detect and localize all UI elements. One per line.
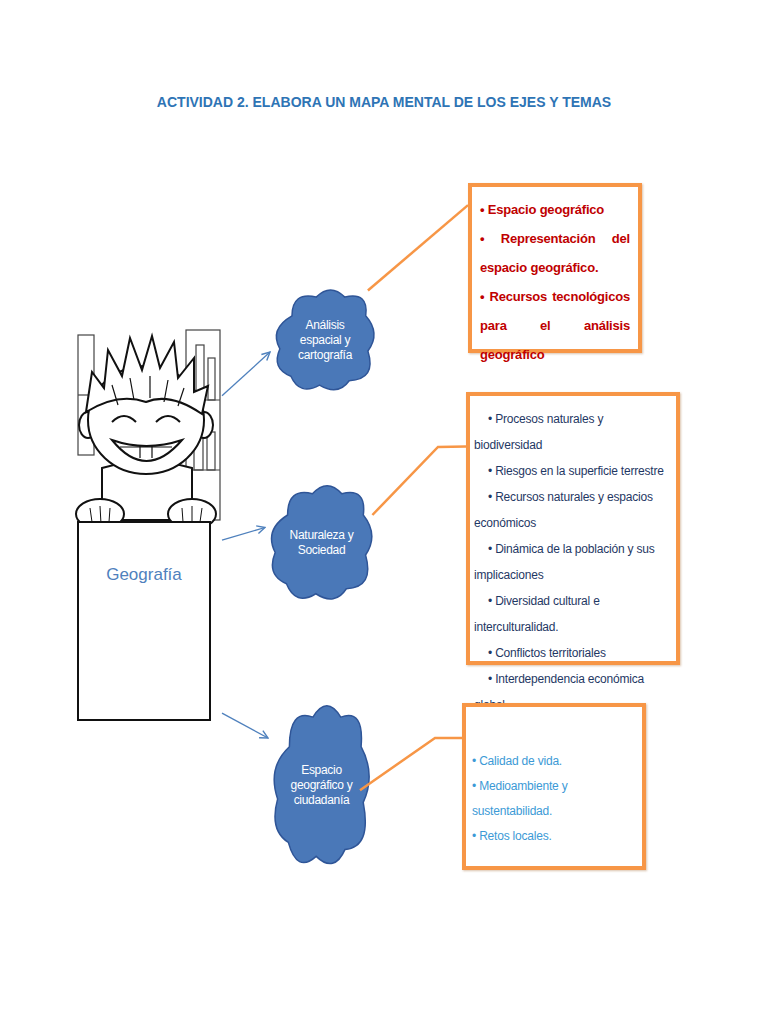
topic-item: • Representación del espacio geográfico. xyxy=(480,224,630,282)
axis-label: Análisis espacial y cartografía xyxy=(289,318,361,363)
topic-box: • Espacio geográfico• Representación del… xyxy=(468,183,642,353)
cloud-outline xyxy=(272,486,372,599)
topic-item: • Recursos tecnológicos para el análisis… xyxy=(480,282,630,369)
topic-item: • Diversidad cultural e interculturalida… xyxy=(474,588,672,640)
child-eye xyxy=(112,416,136,422)
child-eye xyxy=(156,416,180,422)
child-smile xyxy=(112,440,182,461)
connector-line xyxy=(222,713,268,738)
cloud-text-stack: Naturaleza y Sociedad xyxy=(284,528,360,558)
topic-item: • Medioambiente y sustentabilidad. xyxy=(472,774,638,824)
axis-label: Naturaleza y Sociedad xyxy=(284,528,360,558)
topic-box: • Procesos naturales y biodiversidad• Ri… xyxy=(466,392,680,665)
connector-line xyxy=(360,738,462,790)
topic-item: • Conflictos territoriales xyxy=(474,640,672,666)
cloud-text-area: Espacio geográfico y ciudadanía xyxy=(268,698,375,872)
child-hair xyxy=(86,336,208,414)
cloud-text-stack: Espacio geográfico y ciudadanía xyxy=(291,763,353,808)
topic-item: • Calidad de vida. xyxy=(472,749,638,774)
hair-strands xyxy=(112,376,184,406)
topic-item: • Espacio geográfico xyxy=(480,195,630,224)
connector-line xyxy=(222,528,265,541)
axis-cloud: Naturaleza y Sociedad xyxy=(265,480,378,605)
shelf-background xyxy=(78,330,220,520)
child-teeth xyxy=(120,446,172,458)
cloud-text-stack: Análisis espacial y cartografía xyxy=(289,318,361,363)
cloud-outline xyxy=(274,706,369,864)
connector-line xyxy=(368,205,468,290)
topic-item: • Dinámica de la población y sus implica… xyxy=(474,536,672,588)
child-drawing xyxy=(76,336,216,720)
topic-item: • Recursos naturales y espacios económic… xyxy=(474,484,672,536)
bottle xyxy=(208,358,215,400)
sign-label: Geografía xyxy=(78,565,210,585)
sign-board xyxy=(78,522,210,720)
connector-line xyxy=(222,352,270,396)
cloud-text-area: Naturaleza y Sociedad xyxy=(265,480,378,605)
axis-cloud: Espacio geográfico y ciudadanía xyxy=(268,698,375,872)
sign-node: Geografía xyxy=(76,300,222,722)
topic-item: • Procesos naturales y biodiversidad xyxy=(474,406,672,458)
cloud-text-area: Análisis espacial y cartografía xyxy=(270,285,380,395)
axis-label: Espacio geográfico y ciudadanía xyxy=(291,763,353,808)
connector-line xyxy=(372,447,466,515)
topic-item: • Retos locales. xyxy=(472,824,638,849)
cloud-outline xyxy=(276,290,374,390)
axis-cloud: Análisis espacial y cartografía xyxy=(270,285,380,395)
topic-box: • Calidad de vida.• Medioambiente y sust… xyxy=(462,703,646,870)
diagram-title: ACTIVIDAD 2. ELABORA UN MAPA MENTAL DE L… xyxy=(40,94,728,110)
topic-item: • Riesgos en la superficie terrestre xyxy=(474,458,672,484)
